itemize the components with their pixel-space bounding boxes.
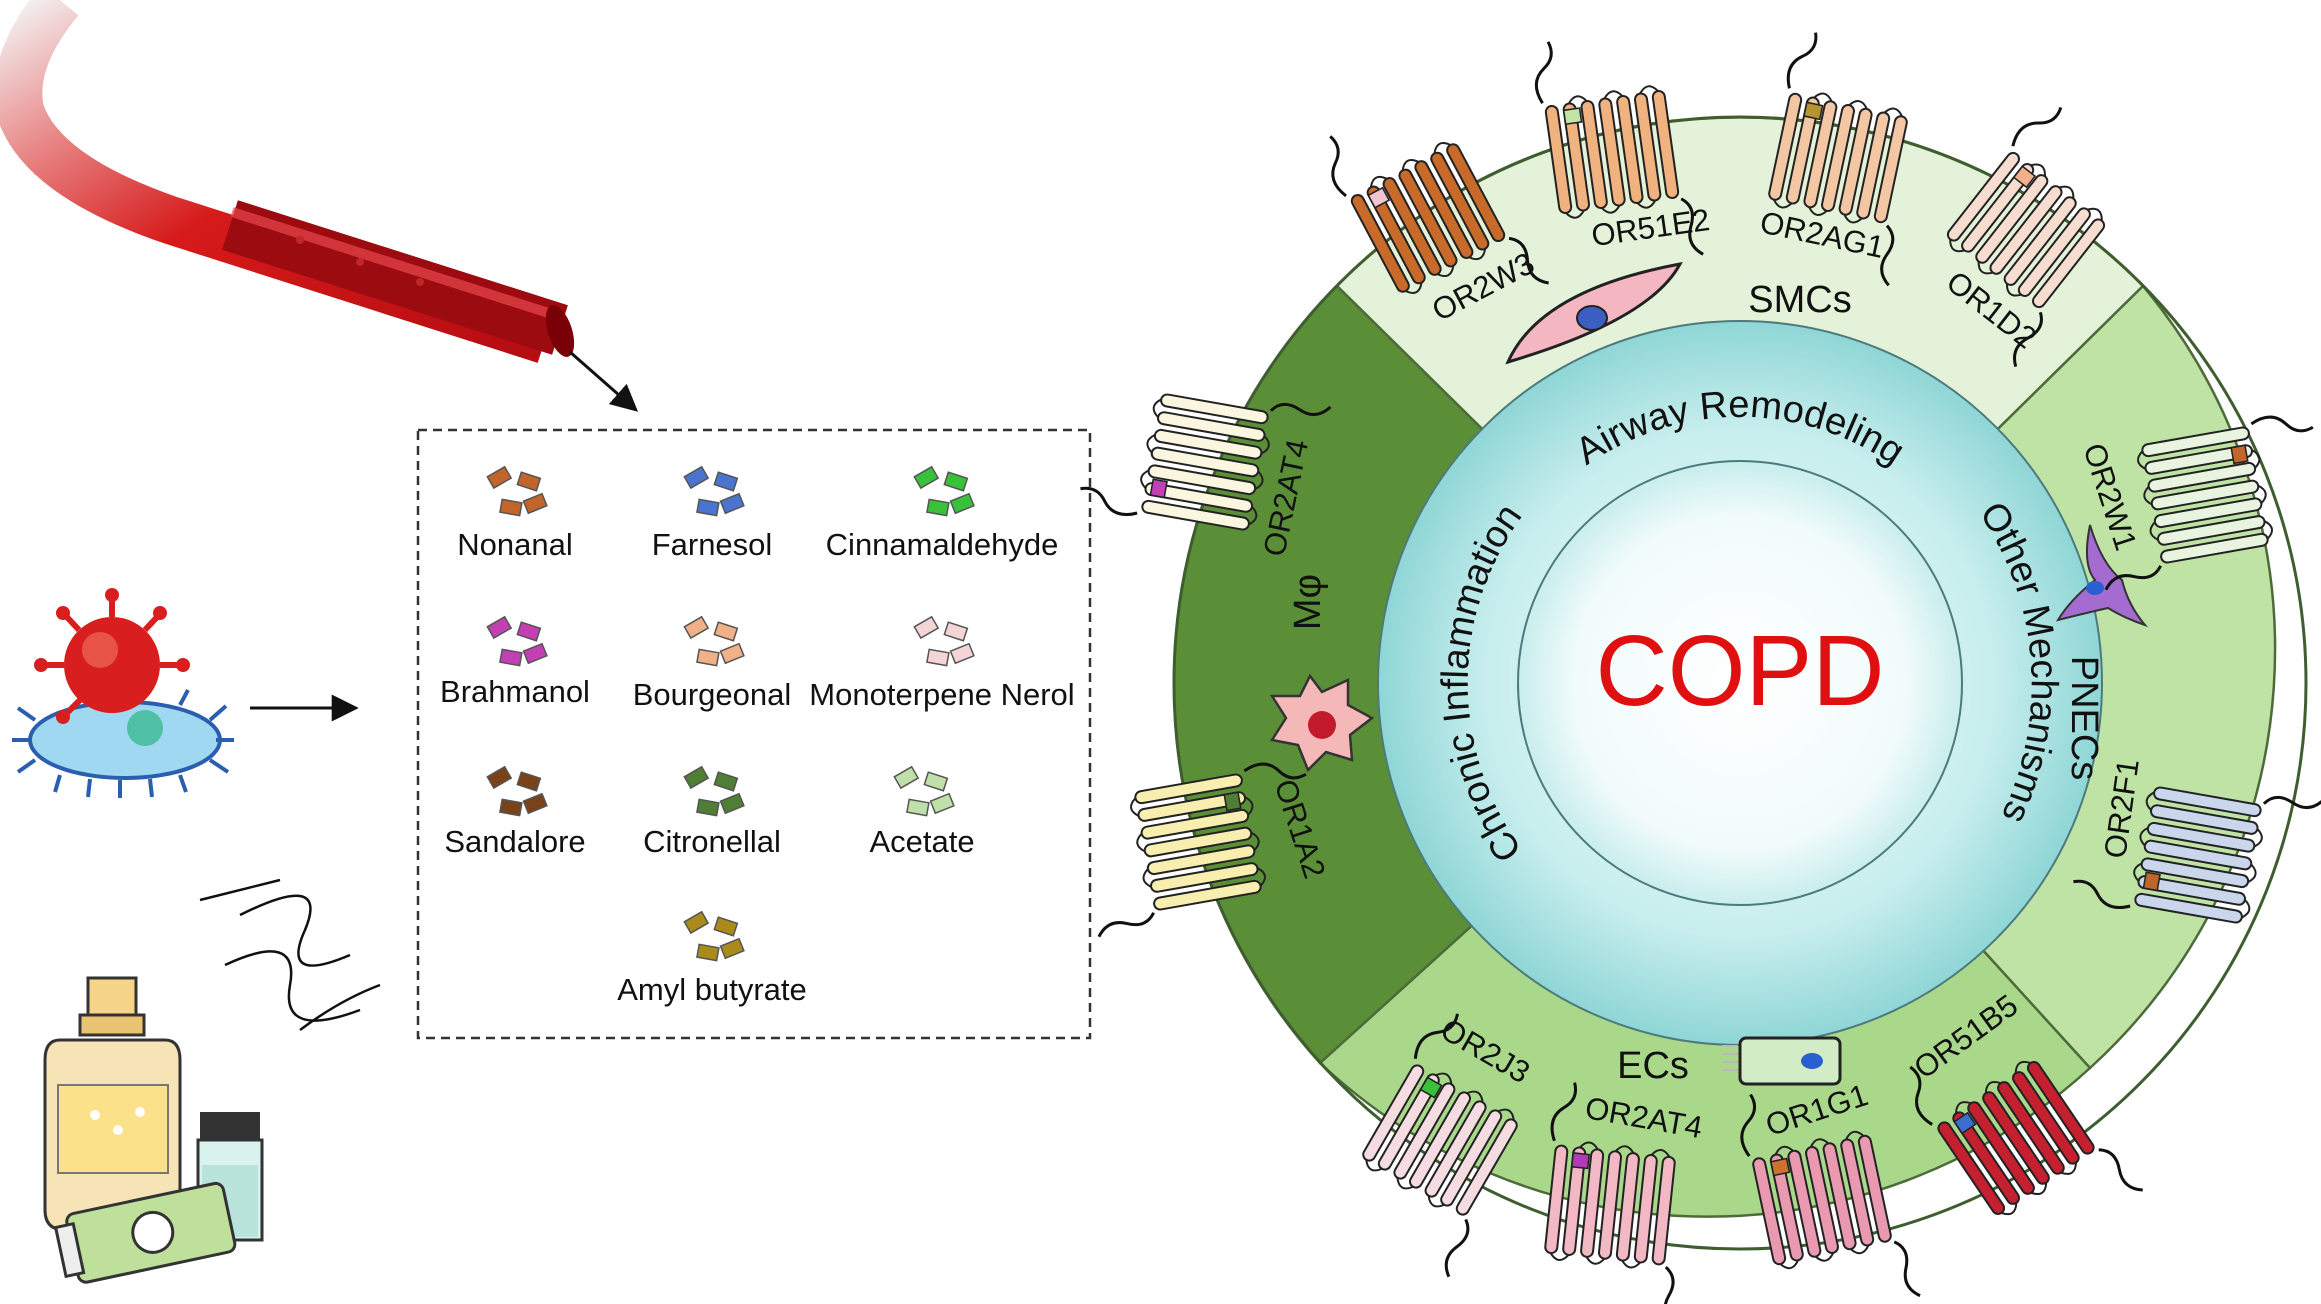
odorant-label: Brahmanol: [440, 674, 590, 709]
odorant-item: Nonanal: [457, 465, 573, 562]
odorant-label: Farnesol: [652, 527, 773, 562]
copd-core: [1517, 460, 1963, 906]
copd-title: COPD: [1596, 615, 1885, 727]
odorant-item: Amyl butyrate: [617, 910, 807, 1007]
odorant-item: Monoterpene Nerol: [809, 615, 1075, 712]
cell-label-macrophage: Mφ: [1287, 574, 1329, 630]
olfactory-receptor-icon: [1544, 1082, 1676, 1304]
molecule-icon: [913, 465, 975, 517]
odorant-box: [416, 428, 1092, 1040]
receptor-layer: [1080, 32, 2321, 1304]
molecule-icon: [683, 615, 745, 667]
fragrance-products-icon: [43, 878, 381, 1284]
odorant-item: Bourgeonal: [633, 615, 792, 712]
molecule-icon: [683, 910, 745, 962]
cell-label-ecs: ECs: [1617, 1045, 1689, 1087]
odorant-item: Sandalore: [444, 765, 586, 859]
olfactory-receptor-icon: [1740, 1093, 1921, 1298]
odorant-label: Nonanal: [457, 527, 572, 562]
tube-arrow: [569, 350, 639, 412]
molecule-icon: [683, 465, 745, 517]
odorant-label: Sandalore: [444, 824, 585, 859]
copd-wheel: Airway Remodeling Other Mechanisms Chron…: [1080, 32, 2321, 1304]
olfactory-receptor-icon: [1097, 762, 1307, 938]
odorant-item: Brahmanol: [440, 615, 590, 709]
odorant-label: Citronellal: [643, 824, 781, 859]
odorant-label: Monoterpene Nerol: [809, 677, 1074, 712]
smooth-muscle-cell-icon: [1505, 261, 1683, 365]
olfactory-receptor-icon: [1768, 32, 1908, 287]
olfactory-receptor-icon: [1534, 41, 1704, 256]
neuroendocrine-cell-icon: [2055, 524, 2149, 628]
olfactory-receptor-icon: [2104, 415, 2314, 591]
pathogen-icon: [12, 588, 234, 798]
molecule-icon: [486, 615, 548, 667]
olfactory-receptor-icon: [1946, 106, 2106, 368]
olfactory-receptor-icon: [1080, 393, 1332, 531]
odorant-label: Amyl butyrate: [617, 972, 807, 1007]
odorant-label: Cinnamaldehyde: [826, 527, 1059, 562]
molecule-icon: [486, 765, 548, 817]
olfactory-receptor-icon: [1362, 1013, 1518, 1278]
molecule-icon: [913, 615, 975, 667]
odorant-item: Farnesol: [652, 465, 773, 562]
odorant-item: Cinnamaldehyde: [826, 465, 1059, 562]
molecule-icon: [893, 765, 955, 817]
odorant-label: Bourgeonal: [633, 677, 792, 712]
odorant-item: Citronellal: [643, 765, 781, 859]
olfactory-receptor-icon: [1329, 135, 1549, 294]
olfactory-receptor-icon: [1909, 1060, 2143, 1216]
cell-label-pnecs: PNECs: [2063, 656, 2105, 781]
tube-icon: [0, 0, 575, 363]
macrophage-icon: [1269, 673, 1375, 773]
olfactory-receptor-icon: [2073, 786, 2321, 924]
odorant-item: Acetate: [869, 765, 975, 859]
molecule-icon: [683, 765, 745, 817]
molecule-icon: [486, 465, 548, 517]
cell-label-smcs: SMCs: [1748, 279, 1851, 321]
endothelial-cell-icon: [1722, 1036, 1842, 1086]
odorant-label: Acetate: [869, 824, 974, 859]
